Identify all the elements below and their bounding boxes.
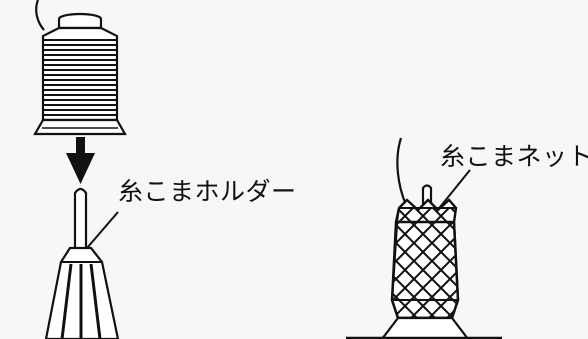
thread-strand <box>396 137 408 206</box>
spool-base <box>33 118 127 136</box>
net-leader-line <box>435 169 471 213</box>
spool-holder <box>44 187 120 339</box>
thread-spool <box>33 0 127 136</box>
thread-strand <box>35 0 45 31</box>
thread-windings <box>44 39 116 116</box>
spool-base <box>380 316 470 339</box>
spool-pin <box>73 187 88 248</box>
spool-holder-label: 糸こまホルダー <box>118 177 297 206</box>
net-mesh <box>390 220 460 320</box>
down-arrow-icon <box>66 137 95 184</box>
holder-leader-line <box>86 211 119 249</box>
spool-net-label: 糸こまネット <box>440 142 588 171</box>
spool-with-net <box>346 137 502 339</box>
